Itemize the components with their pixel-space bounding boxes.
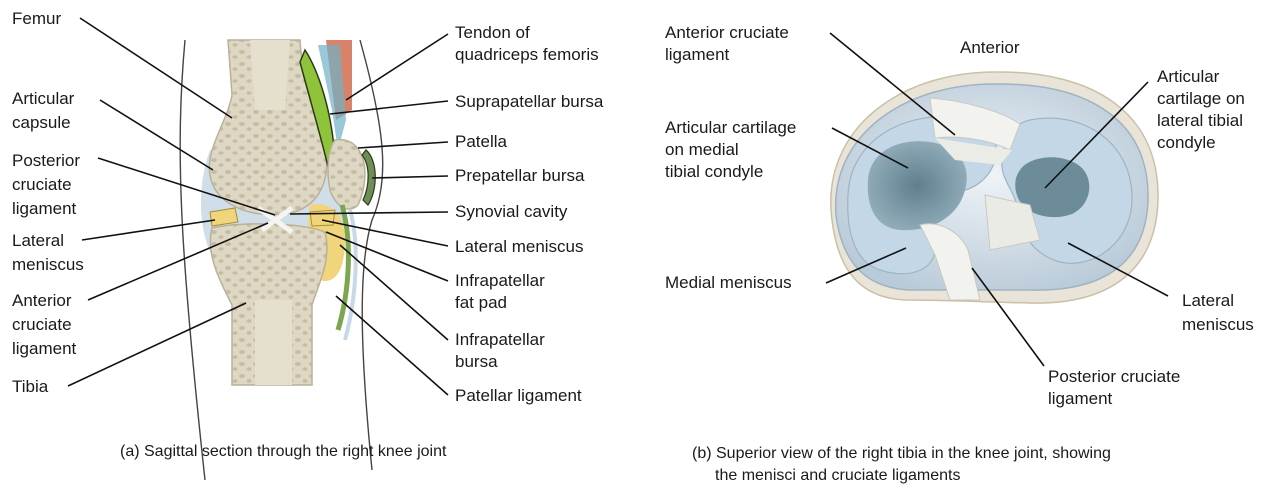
label-tibia: Tibia [12, 377, 49, 396]
caption-panel-b: (b) Superior view of the right tibia in … [692, 445, 1111, 484]
label-anterior: Anterior [960, 38, 1020, 57]
label-medial-meniscus: Medial meniscus [665, 273, 792, 292]
label-patella: Patella [455, 132, 508, 151]
sagittal-section-illustration [180, 40, 383, 480]
label-femur: Femur [12, 9, 61, 28]
label-lateral-meniscus-right: Lateral meniscus [455, 237, 584, 256]
caption-panel-a: (a) Sagittal section through the right k… [120, 443, 447, 460]
label-suprapatellar-bursa: Suprapatellar bursa [455, 92, 604, 111]
label-prepatellar-bursa: Prepatellar bursa [455, 166, 585, 185]
label-synovial-cavity: Synovial cavity [455, 202, 568, 221]
tibia-superior-view-illustration [831, 72, 1158, 303]
patella-bone [328, 140, 365, 209]
label-patellar-ligament: Patellar ligament [455, 386, 582, 405]
